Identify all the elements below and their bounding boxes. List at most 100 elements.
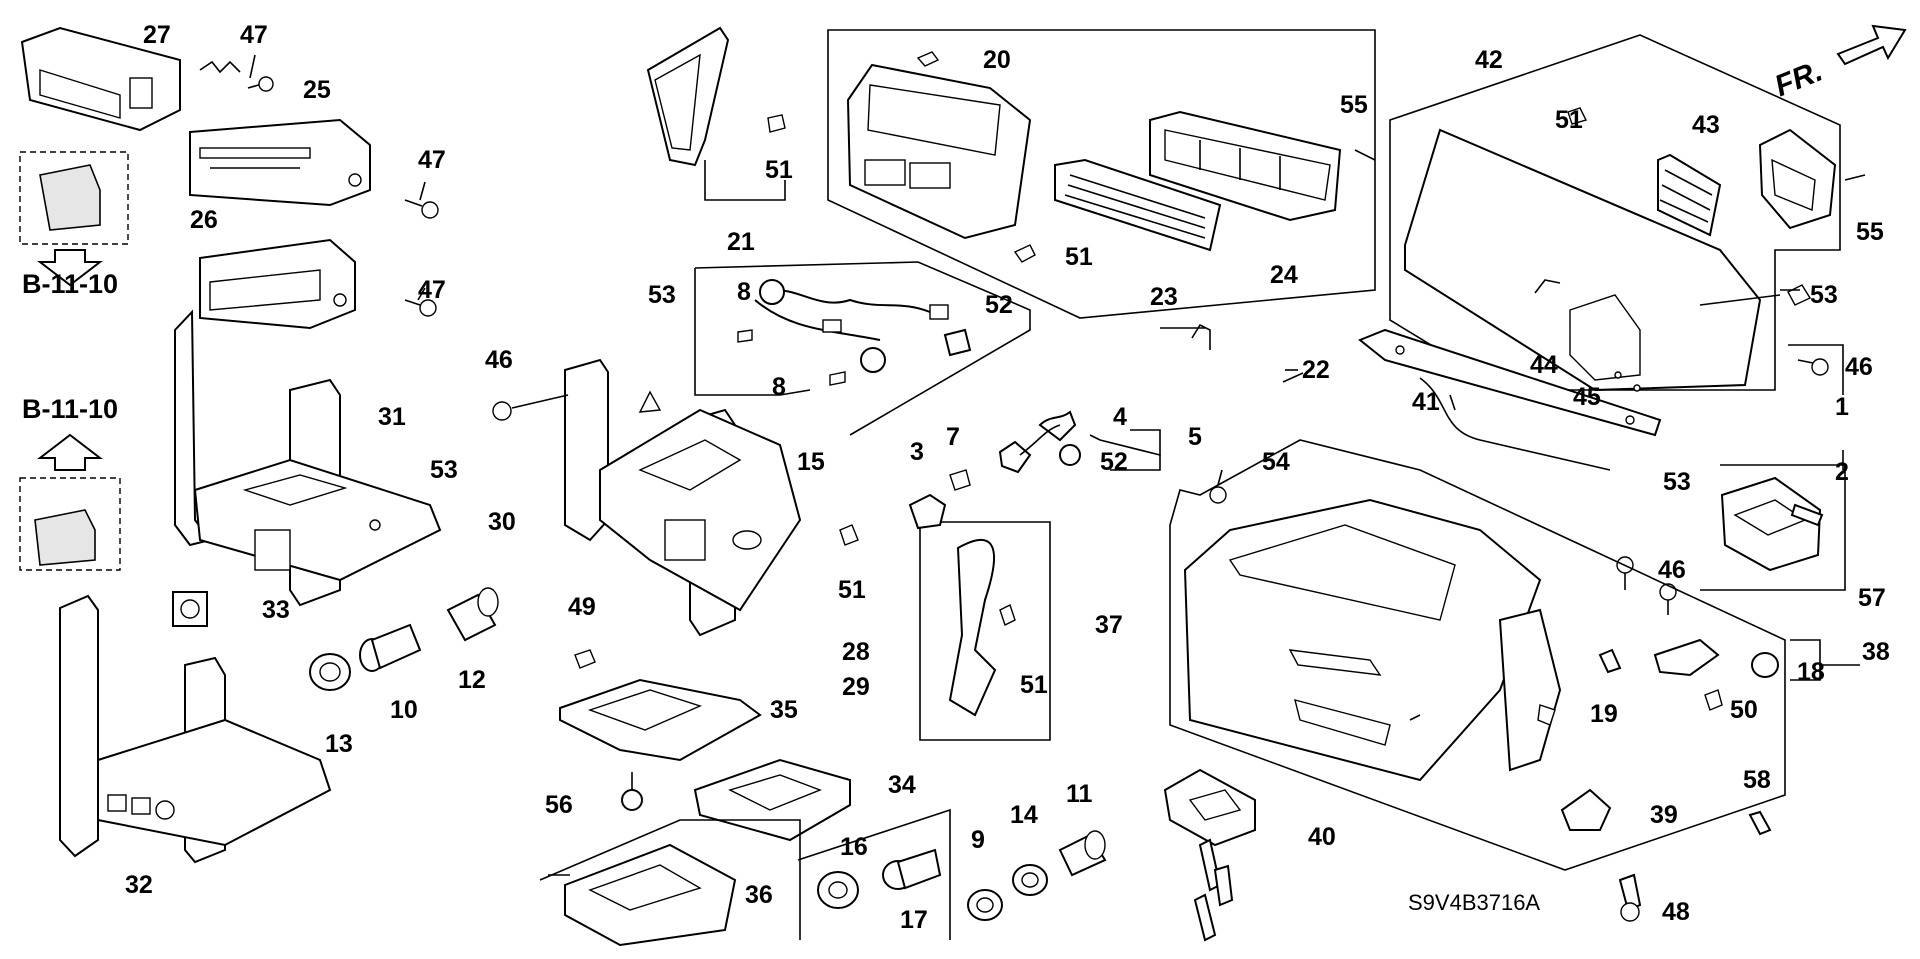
part-34-tray (693, 758, 851, 842)
callout-13: 13 (325, 730, 353, 758)
callout-39: 39 (1650, 801, 1678, 829)
callout-35: 35 (770, 696, 798, 724)
callout-19: 19 (1590, 700, 1618, 728)
callout-53a: 53 (648, 281, 676, 309)
callout-53b: 53 (430, 456, 458, 484)
callout-36: 36 (745, 881, 773, 909)
part-31-console-panel (174, 309, 442, 607)
parts-3-4-5-7 (839, 410, 1081, 546)
callout-51b: 51 (1065, 243, 1093, 271)
callout-52a: 52 (985, 291, 1013, 319)
leader-lines (548, 279, 1860, 876)
screws-47 (247, 54, 439, 317)
callout-51a: 51 (765, 156, 793, 184)
callout-10: 10 (390, 696, 418, 724)
callout-18: 18 (1797, 658, 1825, 686)
part-35-tray (559, 649, 762, 762)
dashed-switch-box-2 (19, 477, 121, 571)
front-direction-arrow: FR. (1770, 24, 1907, 104)
screw-46-right-upper (1797, 358, 1829, 376)
callout-46b: 46 (1845, 353, 1873, 381)
sockets-10-12-13 (309, 587, 499, 691)
callout-17: 17 (900, 906, 928, 934)
callout-51d: 51 (838, 576, 866, 604)
callout-38: 38 (1862, 638, 1890, 666)
part-37-glove-box (1183, 498, 1562, 782)
callout-32: 32 (125, 871, 153, 899)
direction-label: FR. (1770, 55, 1827, 104)
callout-58: 58 (1743, 766, 1771, 794)
callout-47c: 47 (418, 276, 446, 304)
part-25-radio-unit (189, 118, 371, 207)
part-23-vent-grille (1054, 158, 1222, 252)
callout-27: 27 (143, 21, 171, 49)
part-24-vent-housing (1149, 110, 1342, 222)
callout-47b: 47 (418, 146, 446, 174)
figure-code: S9V4B3716A (1408, 890, 1540, 915)
callout-21: 21 (727, 228, 755, 256)
part-36-ashtray (539, 819, 801, 947)
callout-23: 23 (1150, 283, 1178, 311)
callout-1: 1 (1835, 393, 1849, 421)
part-30-console-center (564, 358, 802, 637)
callout-49: 49 (568, 593, 596, 621)
callout-46c: 46 (1658, 556, 1686, 584)
group-15-harness-box (694, 261, 1031, 436)
parts-50-39-48-58 (1560, 689, 1772, 922)
callout-5: 5 (1188, 423, 1202, 451)
part-42-upper-panel (1404, 107, 1762, 392)
callout-56: 56 (545, 791, 573, 819)
callout-55a: 55 (1340, 91, 1368, 119)
callout-54: 54 (1262, 448, 1290, 476)
callout-14: 14 (1010, 801, 1038, 829)
callout-20: 20 (983, 46, 1011, 74)
callout-25: 25 (303, 76, 331, 104)
part-43-grille (1657, 153, 1722, 237)
reference-label-top: B-11-10 (22, 269, 118, 299)
parts-18-19-38 (1598, 638, 1779, 678)
callout-11: 11 (1066, 780, 1093, 808)
arrow-down-to-ref (37, 249, 103, 287)
callout-16: 16 (840, 833, 868, 861)
callout-12: 12 (458, 666, 486, 694)
callout-labels: 1 2 3 4 5 7 8 8 9 10 11 12 13 14 15 16 1… (125, 21, 1890, 934)
screw-55-upper (1354, 149, 1376, 161)
callout-29: 29 (842, 673, 870, 701)
callout-2: 2 (1835, 458, 1849, 486)
dashed-leader-21 (704, 160, 786, 201)
reference-label-bottom: B-11-10 (22, 394, 118, 424)
part-40-lock (1163, 768, 1256, 942)
callout-37: 37 (1095, 611, 1123, 639)
callout-40: 40 (1308, 823, 1336, 851)
callout-33: 33 (262, 596, 290, 624)
callout-45: 45 (1573, 383, 1601, 411)
callout-8b: 8 (772, 373, 786, 401)
callout-22: 22 (1302, 356, 1330, 384)
part-28-29-trim (919, 521, 1051, 741)
callout-41: 41 (1412, 388, 1440, 416)
callout-55b: 55 (1856, 218, 1884, 246)
callout-24: 24 (1270, 261, 1298, 289)
callout-26: 26 (190, 206, 218, 234)
callout-52b: 52 (1100, 448, 1128, 476)
callout-57: 57 (1858, 584, 1886, 612)
group-1-box (1700, 464, 1846, 591)
parts-9-11-14 (967, 830, 1107, 921)
callout-34: 34 (888, 771, 916, 799)
part-27-bracket (20, 26, 241, 132)
dashed-switch-box-1 (19, 151, 129, 245)
arrow-up-to-ref (37, 433, 103, 471)
part-26-cd-unit (199, 238, 356, 330)
callout-8a: 8 (737, 278, 751, 306)
screw-56 (621, 772, 643, 811)
callout-51c: 51 (1555, 106, 1583, 134)
part-55-side-vent (1758, 128, 1866, 230)
group-37-box (1169, 439, 1786, 871)
callout-30: 30 (488, 508, 516, 536)
callout-48: 48 (1662, 898, 1690, 926)
callout-7: 7 (946, 423, 960, 451)
callout-43: 43 (1692, 111, 1720, 139)
part-21-garnish (646, 26, 786, 167)
callout-42: 42 (1475, 46, 1503, 74)
